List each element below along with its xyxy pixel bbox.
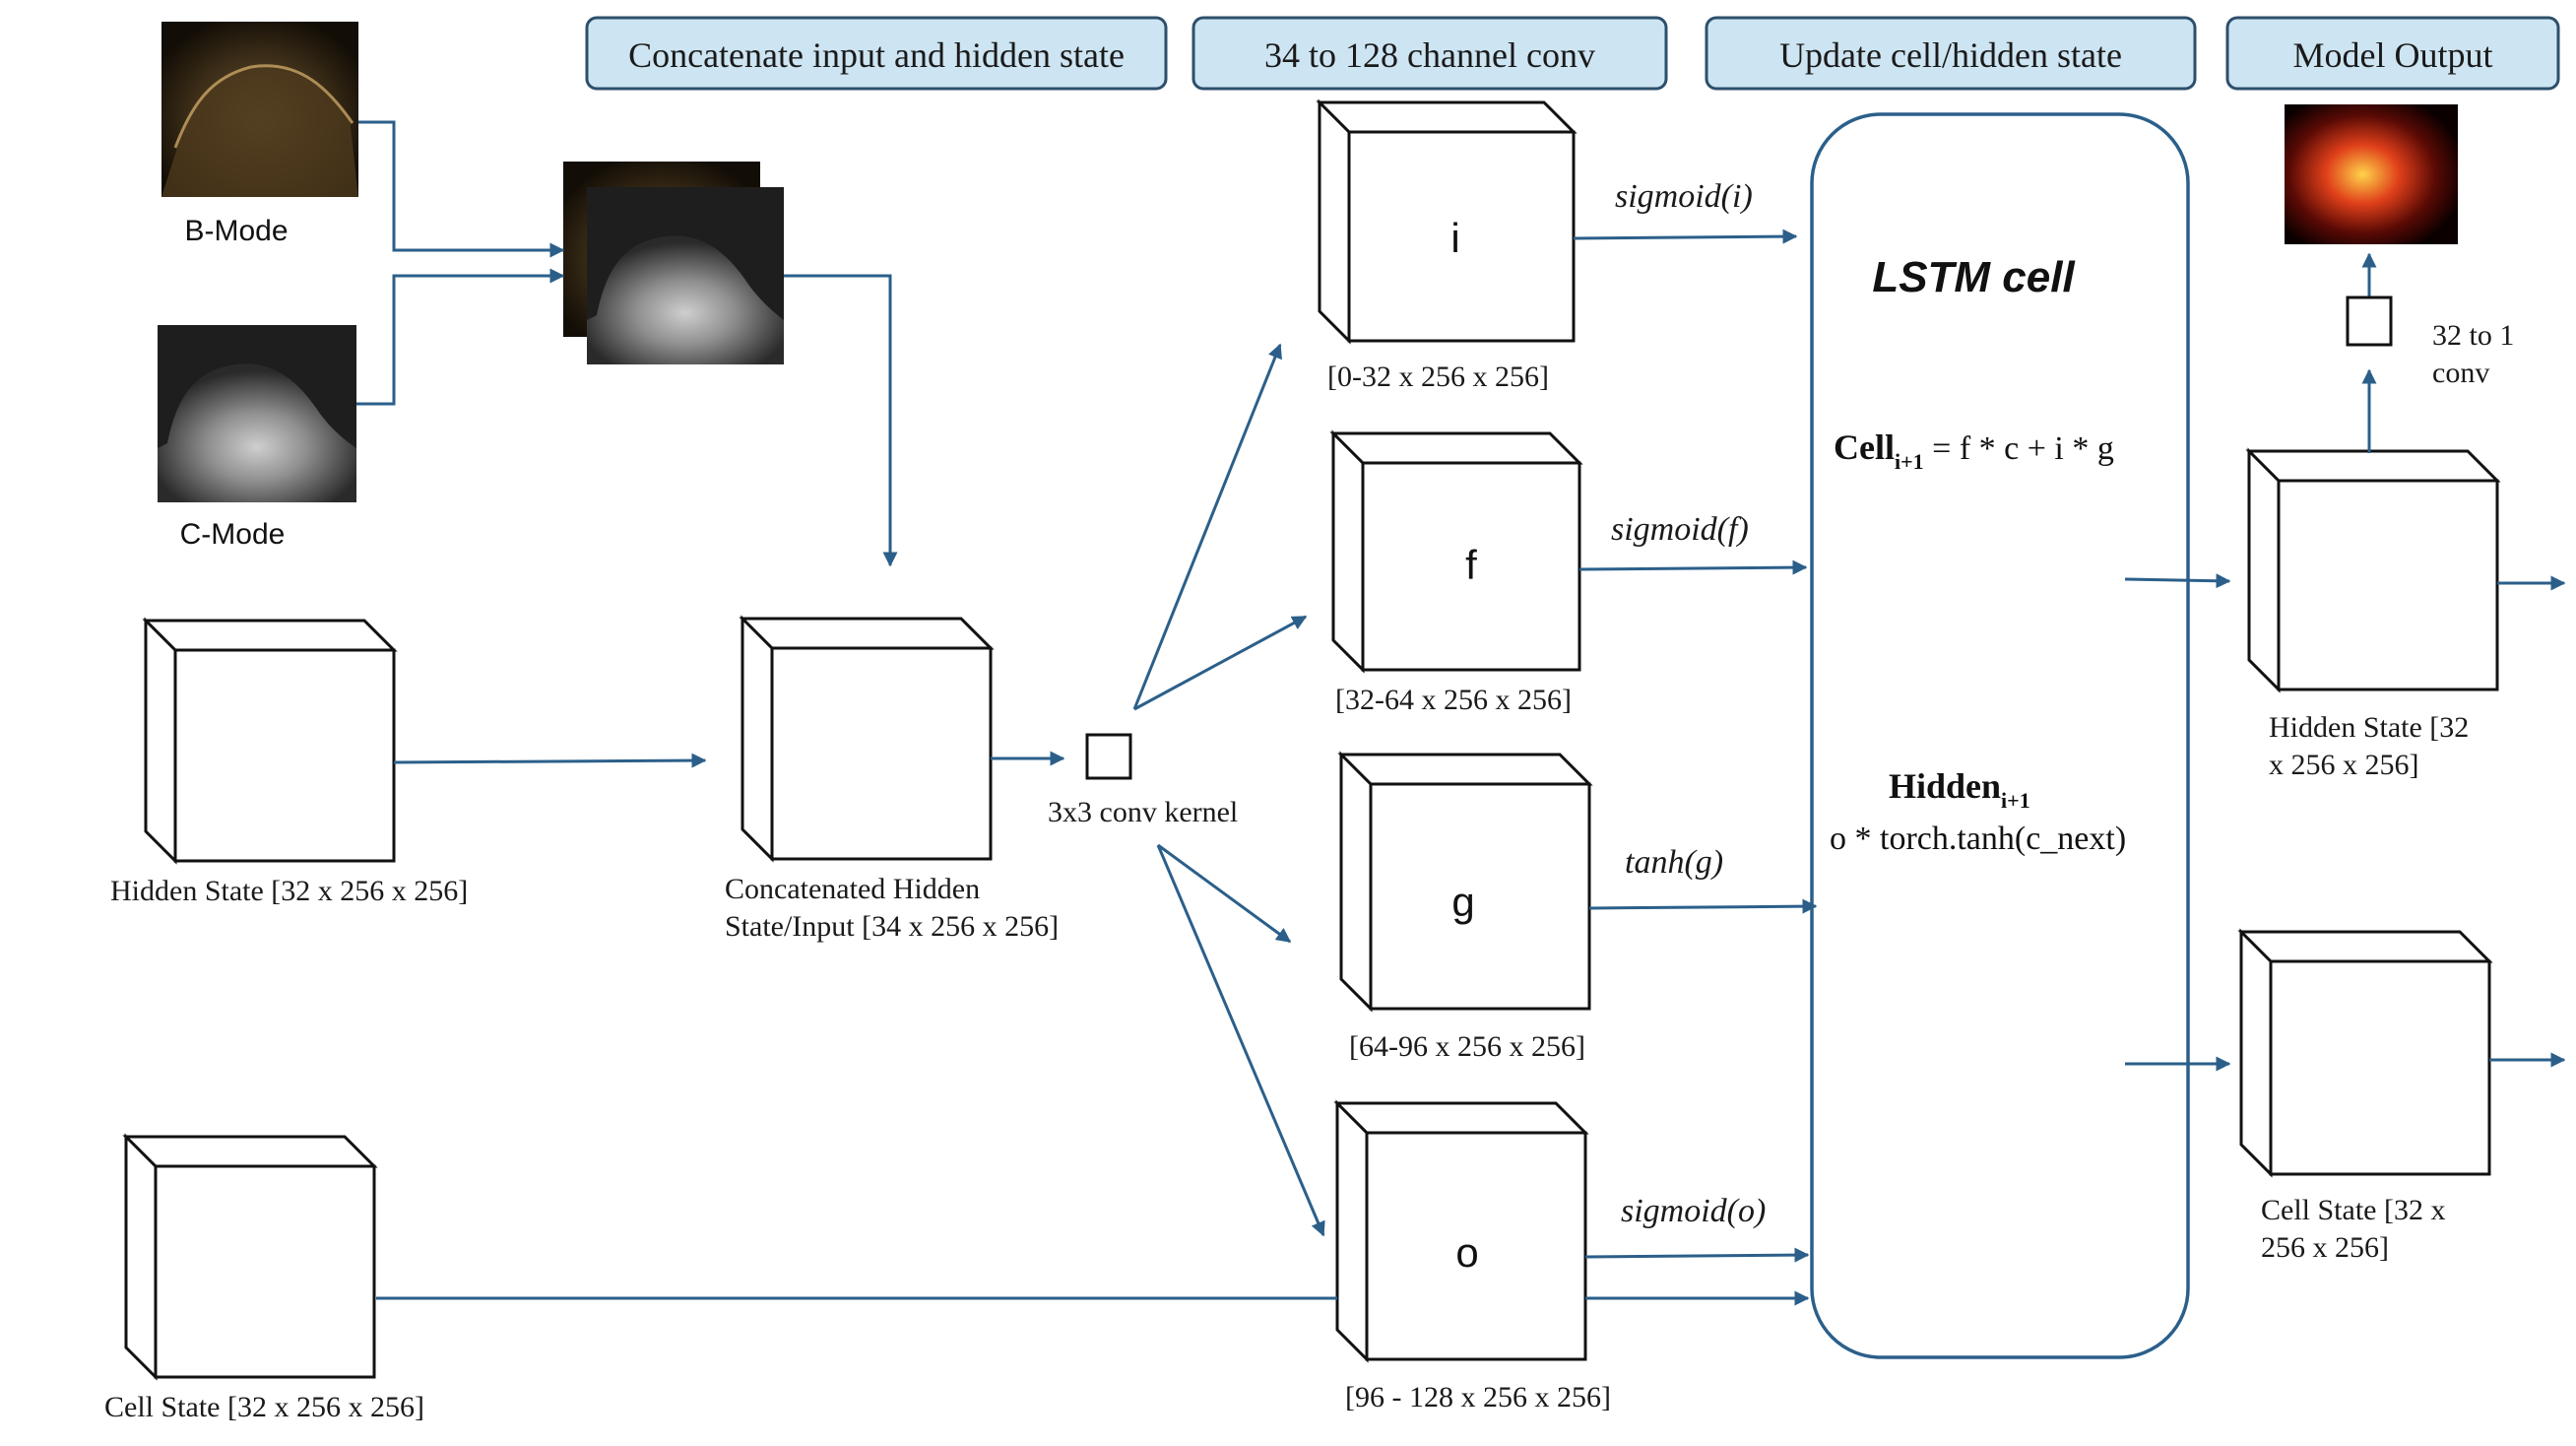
concat-label-line1: Concatenated Hidden bbox=[725, 873, 980, 905]
cell-state-output-line2: 256 x 256] bbox=[2261, 1231, 2389, 1264]
cmode-label: C-Mode bbox=[180, 518, 286, 551]
gate-g-range: [64-96 x 256 x 256] bbox=[1349, 1030, 1585, 1063]
lstm-cell-box bbox=[1810, 112, 2190, 1359]
hidden-state-output-line1: Hidden State [32 bbox=[2269, 711, 2469, 744]
hidden-eq-lhs: Hidden bbox=[1889, 766, 2001, 806]
hidden-equation: Hiddeni+1 o * torch.tanh(c_next) bbox=[1830, 766, 2126, 857]
header-stage-update-label: Update cell/hidden state bbox=[1779, 35, 2122, 75]
header-stage-concatenate: Concatenate input and hidden state bbox=[585, 16, 1168, 91]
cell-equation: Celli+1 = f * c + i * g bbox=[1834, 427, 2114, 474]
concat-block bbox=[739, 615, 995, 863]
hidden-state-input-block bbox=[142, 617, 398, 865]
svg-text:Hiddeni+1: Hiddeni+1 bbox=[1889, 766, 2030, 813]
header-stage-output-label: Model Output bbox=[2293, 35, 2493, 75]
conv-kernel-square bbox=[1085, 733, 1132, 780]
hidden-eq-sub: i+1 bbox=[2001, 788, 2030, 813]
stacked-input-frames bbox=[563, 162, 784, 364]
svg-text:Celli+1 = f * c + i * g: Celli+1 = f * c + i * g bbox=[1834, 427, 2114, 474]
bmode-image bbox=[161, 22, 358, 198]
cell-eq-sub: i+1 bbox=[1895, 449, 1924, 474]
gate-g-block: g bbox=[1337, 751, 1593, 1013]
header-stage-conv-label: 34 to 128 channel conv bbox=[1264, 35, 1595, 75]
header-stage-update: Update cell/hidden state bbox=[1705, 16, 2197, 91]
hidden-eq-body: o * torch.tanh(c_next) bbox=[1830, 821, 2126, 857]
gate-g-block-letter: g bbox=[1451, 879, 1474, 925]
cell-state-input-block bbox=[122, 1133, 378, 1381]
model-output-image bbox=[2285, 104, 2458, 244]
header-stage-conv: 34 to 128 channel conv bbox=[1191, 16, 1668, 91]
cell-eq-lhs: Cell bbox=[1834, 427, 1895, 467]
gate-f-block-letter: f bbox=[1465, 542, 1477, 588]
gate-o-block: o bbox=[1333, 1099, 1589, 1363]
output-conv-square bbox=[2346, 296, 2393, 347]
bmode-label: B-Mode bbox=[184, 215, 288, 247]
header-stage-output: Model Output bbox=[2225, 16, 2560, 91]
gate-o-range: [96 - 128 x 256 x 256] bbox=[1345, 1381, 1611, 1413]
gate-o-activation: sigmoid(o) bbox=[1621, 1193, 1766, 1229]
gate-i-range: [0-32 x 256 x 256] bbox=[1327, 361, 1549, 393]
lstm-cell-title: LSTM cell bbox=[1872, 253, 2075, 301]
cell-eq-rhs: = f * c + i * g bbox=[1924, 430, 2114, 467]
concat-label-line2: State/Input [34 x 256 x 256] bbox=[725, 910, 1059, 943]
hidden-state-output-line2: x 256 x 256] bbox=[2269, 749, 2419, 781]
output-conv-line2: conv bbox=[2432, 357, 2489, 389]
gate-i-block: i bbox=[1316, 99, 1578, 345]
gate-o-block-letter: o bbox=[1455, 1229, 1478, 1276]
header-stage-concatenate-label: Concatenate input and hidden state bbox=[628, 35, 1125, 75]
cell-state-output-block bbox=[2237, 928, 2493, 1178]
gate-i-block-letter: i bbox=[1450, 215, 1459, 261]
cmode-image bbox=[158, 325, 356, 502]
flow-arrows bbox=[376, 229, 2566, 1306]
input-connectors bbox=[356, 120, 898, 567]
hidden-state-output-block bbox=[2245, 447, 2501, 693]
gate-i-activation: sigmoid(i) bbox=[1615, 178, 1753, 215]
gate-f-range: [32-64 x 256 x 256] bbox=[1335, 684, 1572, 716]
tensor-blocks: i f g o bbox=[122, 99, 2501, 1381]
output-conv-line1: 32 to 1 bbox=[2432, 319, 2514, 352]
conv-kernel-label: 3x3 conv kernel bbox=[1048, 796, 1238, 828]
gate-f-activation: sigmoid(f) bbox=[1611, 511, 1749, 548]
gate-g-activation: tanh(g) bbox=[1625, 844, 1723, 881]
gate-f-block: f bbox=[1329, 429, 1583, 674]
cell-state-output-line1: Cell State [32 x bbox=[2261, 1194, 2445, 1226]
cell-state-input-label: Cell State [32 x 256 x 256] bbox=[104, 1391, 424, 1423]
hidden-state-input-label: Hidden State [32 x 256 x 256] bbox=[110, 875, 468, 907]
